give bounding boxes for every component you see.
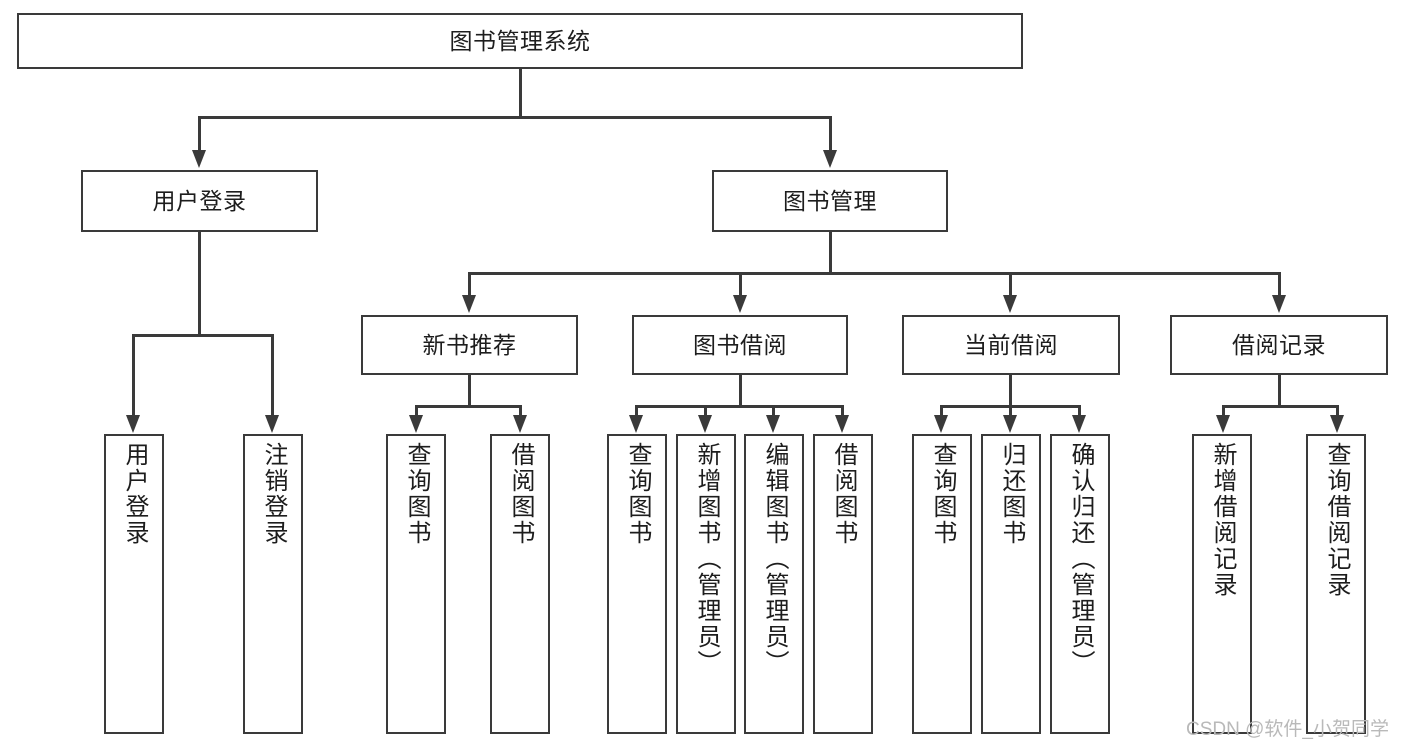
connector-user-login-to-leaf-1 (132, 334, 135, 418)
connector-cb-to-leaf-2 (1009, 405, 1012, 419)
arrow-nbr-to-leaf-1 (409, 415, 423, 433)
connector-nbr-to-leaf-1 (415, 405, 418, 419)
node-label: 借阅图书 (829, 442, 857, 546)
connector-bb-to-leaf-3 (772, 405, 775, 419)
connector-root-to-book-management (829, 116, 832, 154)
connector-bb-stem (739, 375, 742, 407)
connector-root-to-user-login (198, 116, 201, 154)
connector-cb-to-leaf-3 (1078, 405, 1081, 419)
arrow-cb-to-leaf-2 (1003, 415, 1017, 433)
node-leaf-query-book-1[interactable]: 查询图书 (386, 434, 446, 734)
connector-book-management-stem (829, 232, 832, 274)
node-leaf-confirm-return[interactable]: 确认归还（管理员） (1050, 434, 1110, 734)
connector-user-login-to-leaf-2 (271, 334, 274, 418)
node-label: 用户登录 (120, 442, 148, 546)
connector-bm-to-book-borrow (739, 272, 742, 298)
connector-root-fan-bar (198, 116, 831, 119)
arrow-bb-to-leaf-2 (698, 415, 712, 433)
node-label: 新增图书（管理员） (692, 442, 720, 676)
arrow-bm-to-borrow-record (1272, 295, 1286, 313)
node-label: 编辑图书（管理员） (760, 442, 788, 676)
node-current-borrow[interactable]: 当前借阅 (902, 315, 1120, 375)
node-leaf-return-book[interactable]: 归还图书 (981, 434, 1041, 734)
node-leaf-user-login[interactable]: 用户登录 (104, 434, 164, 734)
node-leaf-borrow-book-2[interactable]: 借阅图书 (813, 434, 873, 734)
node-root-book-management-system[interactable]: 图书管理系统 (17, 13, 1023, 69)
arrow-root-to-user-login (192, 150, 206, 168)
connector-user-login-stem (198, 232, 201, 336)
node-leaf-query-book-3[interactable]: 查询图书 (912, 434, 972, 734)
arrow-bb-to-leaf-4 (835, 415, 849, 433)
node-leaf-query-book-2[interactable]: 查询图书 (607, 434, 667, 734)
connector-nbr-to-leaf-2 (519, 405, 522, 419)
arrow-bb-to-leaf-3 (766, 415, 780, 433)
node-label: 查询图书 (928, 442, 956, 546)
connector-bb-to-leaf-2 (704, 405, 707, 419)
node-label: 当前借阅 (964, 331, 1058, 358)
node-label: 查询借阅记录 (1322, 442, 1350, 598)
arrow-bm-to-new-book-recommend (462, 295, 476, 313)
arrow-cb-to-leaf-1 (934, 415, 948, 433)
connector-bm-to-current-borrow (1009, 272, 1012, 298)
connector-br-stem (1278, 375, 1281, 407)
node-leaf-add-book[interactable]: 新增图书（管理员） (676, 434, 736, 734)
node-label: 注销登录 (259, 442, 287, 546)
connector-bm-to-borrow-record (1278, 272, 1281, 298)
node-label: 归还图书 (997, 442, 1025, 546)
connector-cb-stem (1009, 375, 1012, 407)
arrow-root-to-book-management (823, 150, 837, 168)
arrow-user-login-to-leaf-1 (126, 415, 140, 433)
connector-user-login-fan-bar (132, 334, 272, 337)
arrow-br-to-leaf-1 (1216, 415, 1230, 433)
arrow-cb-to-leaf-3 (1072, 415, 1086, 433)
connector-bb-to-leaf-1 (635, 405, 638, 419)
arrow-bm-to-book-borrow (733, 295, 747, 313)
node-label: 新增借阅记录 (1208, 442, 1236, 598)
connector-br-fan-bar (1222, 405, 1338, 408)
node-book-borrow[interactable]: 图书借阅 (632, 315, 848, 375)
node-leaf-query-record[interactable]: 查询借阅记录 (1306, 434, 1366, 734)
connector-bb-to-leaf-4 (841, 405, 844, 419)
connector-bb-fan-bar (635, 405, 843, 408)
node-label: 图书管理 (783, 187, 877, 214)
node-label: 图书管理系统 (449, 27, 591, 54)
node-label: 确认归还（管理员） (1066, 442, 1094, 676)
arrow-bb-to-leaf-1 (629, 415, 643, 433)
arrow-user-login-to-leaf-2 (265, 415, 279, 433)
node-leaf-add-record[interactable]: 新增借阅记录 (1192, 434, 1252, 734)
node-label: 用户登录 (152, 187, 247, 214)
arrow-br-to-leaf-2 (1330, 415, 1344, 433)
node-leaf-logout-login[interactable]: 注销登录 (243, 434, 303, 734)
node-label: 查询图书 (623, 442, 651, 546)
node-book-management[interactable]: 图书管理 (712, 170, 948, 232)
node-label: 借阅图书 (506, 442, 534, 546)
node-borrow-record[interactable]: 借阅记录 (1170, 315, 1388, 375)
node-leaf-edit-book[interactable]: 编辑图书（管理员） (744, 434, 804, 734)
node-label: 图书借阅 (693, 331, 787, 358)
connector-bm-to-new-book-recommend (468, 272, 471, 298)
node-leaf-borrow-book-1[interactable]: 借阅图书 (490, 434, 550, 734)
node-new-book-recommend[interactable]: 新书推荐 (361, 315, 578, 375)
node-label: 借阅记录 (1232, 331, 1326, 358)
connector-root-stem (519, 69, 522, 117)
csdn-watermark: CSDN @软件_小贺同学 (1186, 719, 1389, 740)
connector-cb-to-leaf-1 (940, 405, 943, 419)
node-label: 查询图书 (402, 442, 430, 546)
arrow-nbr-to-leaf-2 (513, 415, 527, 433)
connector-nbr-stem (468, 375, 471, 407)
connector-br-to-leaf-1 (1222, 405, 1225, 419)
connector-book-management-fan-bar (468, 272, 1280, 275)
connector-br-to-leaf-2 (1336, 405, 1339, 419)
arrow-bm-to-current-borrow (1003, 295, 1017, 313)
connector-nbr-fan-bar (415, 405, 522, 408)
node-user-login[interactable]: 用户登录 (81, 170, 318, 232)
node-label: 新书推荐 (422, 331, 517, 358)
